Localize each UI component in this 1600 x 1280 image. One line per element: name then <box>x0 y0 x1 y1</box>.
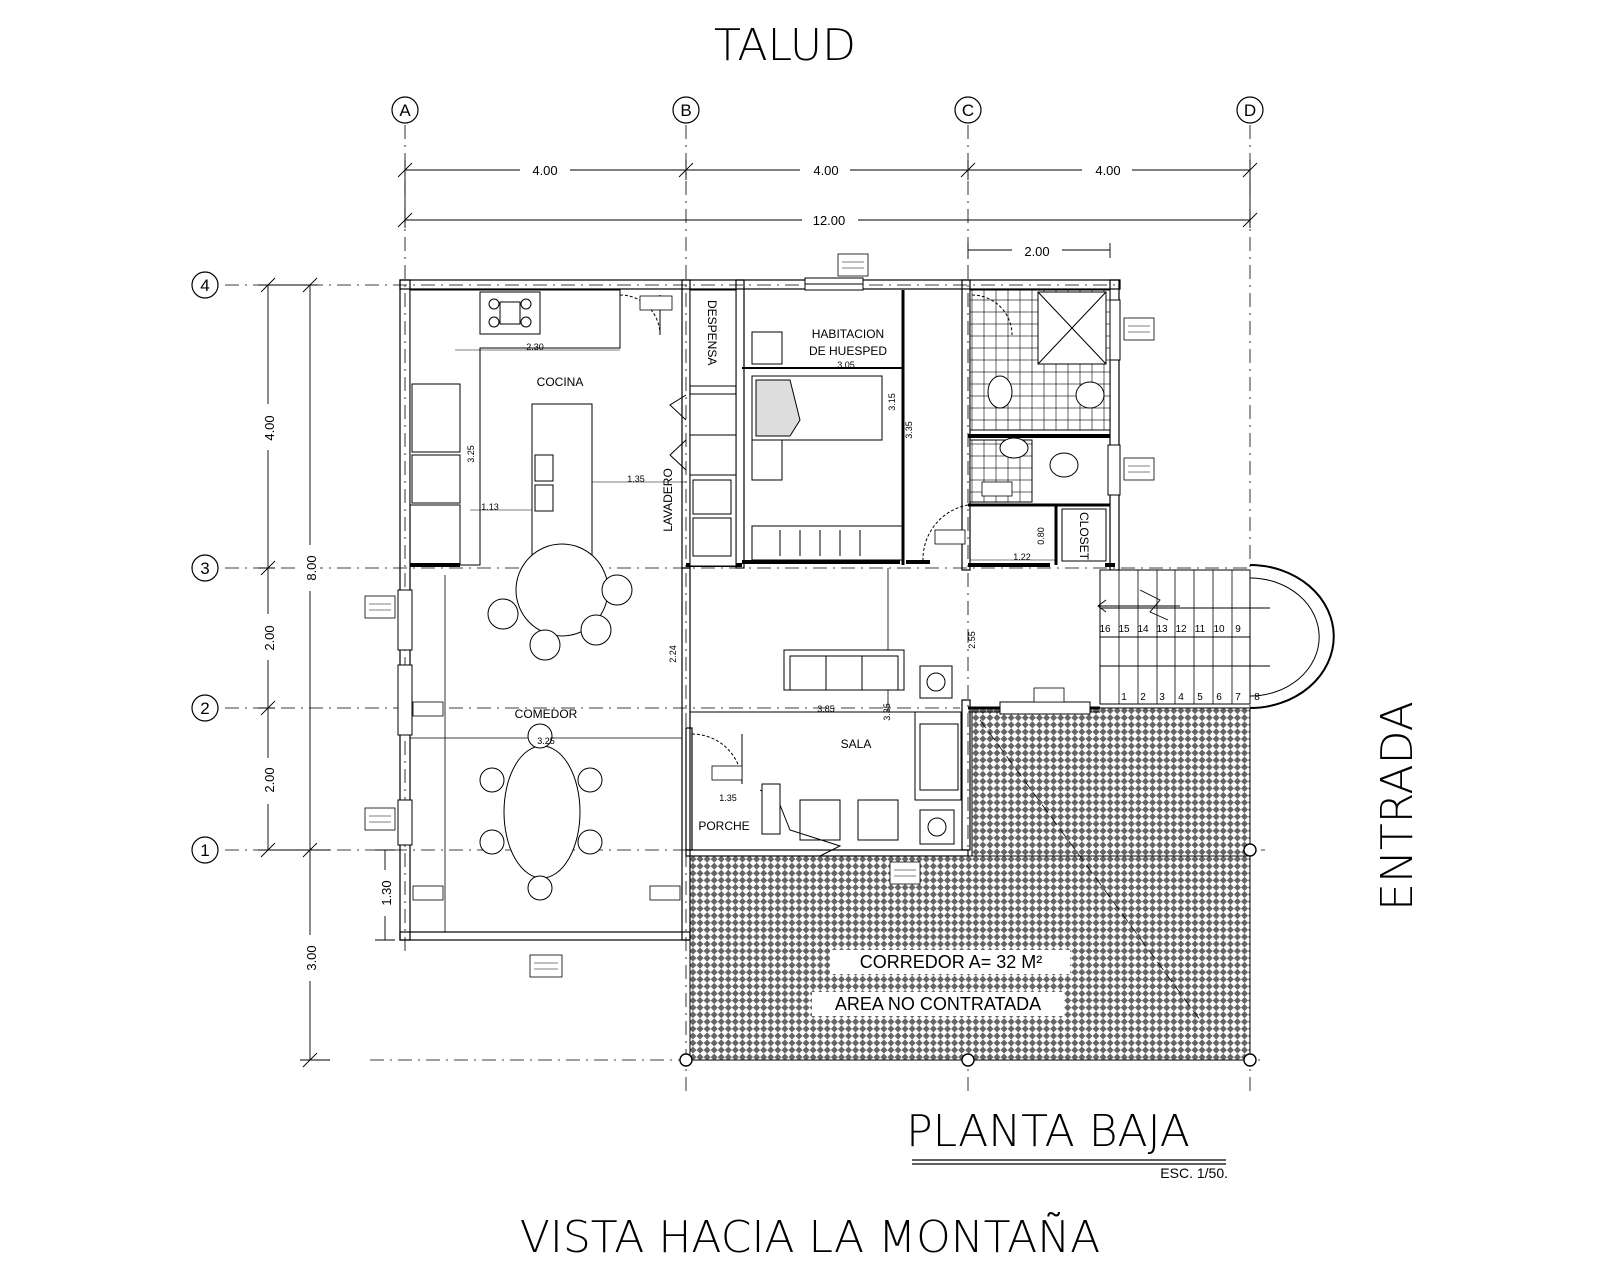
stair-number: 6 <box>1216 692 1222 703</box>
dim-left-extra: 1.30 <box>379 880 394 905</box>
corridor-columns <box>679 843 1257 1067</box>
stair-number: 12 <box>1175 624 1187 635</box>
stair-tread-lines <box>1118 570 1233 704</box>
grid-label-c: C <box>962 101 974 120</box>
grid-bubbles: A B C D 4 3 2 1 <box>191 96 1264 864</box>
small-dim: 2.24 <box>668 645 678 663</box>
kitchen-fixtures <box>409 289 633 661</box>
room-sala: SALA <box>841 737 872 751</box>
stair-arrow <box>1097 589 1180 621</box>
dim-left-total: 8.00 <box>304 555 319 580</box>
tag-lines <box>369 261 1150 970</box>
dim-left-2-1: 2.00 <box>262 767 277 792</box>
stair-number: 14 <box>1137 624 1149 635</box>
stair-number: 2 <box>1140 692 1146 703</box>
despensa-lavadero-fixtures <box>619 289 737 567</box>
stair-number: 11 <box>1195 624 1206 635</box>
room-closet: CLOSET <box>1077 512 1091 561</box>
room-habitacion-line-1: HABITACION <box>812 327 884 341</box>
room-cocina: COCINA <box>537 375 584 389</box>
small-dim: 1.35 <box>719 793 737 803</box>
small-dim: 3.15 <box>887 393 897 411</box>
small-dim: 3.35 <box>882 703 892 721</box>
room-despensa: DESPENSA <box>705 300 719 365</box>
small-dim: 0.80 <box>1036 527 1046 545</box>
corredor-label: CORREDOR A= 32 M² <box>860 952 1043 972</box>
grid-label-d: D <box>1244 101 1256 120</box>
guest-room-fixtures <box>751 331 903 561</box>
area-no-contratada-label: AREA NO CONTRATADA <box>835 994 1041 1014</box>
small-dim: 3.85 <box>817 704 835 714</box>
small-dim: 2.55 <box>967 631 977 649</box>
dim-top-bc: 4.00 <box>813 163 838 178</box>
grid-label-2: 2 <box>200 699 209 718</box>
room-porche: PORCHE <box>698 819 749 833</box>
small-dim: 3.25 <box>466 445 476 463</box>
stair-number: 9 <box>1235 624 1241 635</box>
small-dim: 3.35 <box>904 421 914 439</box>
stair-number: 4 <box>1178 692 1184 703</box>
dim-left-3-2: 2.00 <box>262 625 277 650</box>
small-dimension-lines <box>455 349 1056 713</box>
stair-number: 1 <box>1121 692 1127 703</box>
windows <box>397 277 1121 846</box>
small-dim: 2.30 <box>526 342 544 352</box>
title-vista-montana: VISTA HACIA LA MONTAÑA <box>520 1211 1100 1263</box>
stair-number: 16 <box>1099 624 1111 635</box>
scale-label: ESC. 1/50. <box>1160 1165 1228 1181</box>
dim-top-ab: 4.00 <box>532 163 557 178</box>
stair-number: 5 <box>1197 692 1203 703</box>
stair-number: 10 <box>1213 624 1225 635</box>
room-comedor: COMEDOR <box>515 707 578 721</box>
small-dim: 3.05 <box>837 360 855 370</box>
grid-label-1: 1 <box>200 841 209 860</box>
left-dimensions <box>258 277 395 1068</box>
dim-top-small: 2.00 <box>1024 244 1049 259</box>
small-dim: 1.22 <box>1013 552 1031 562</box>
bathroom-fixtures <box>922 289 1111 562</box>
dim-left-4-3: 4.00 <box>262 415 277 440</box>
room-habitacion-line-2: DE HUESPED <box>809 344 887 358</box>
grid-label-b: B <box>680 101 691 120</box>
stairs <box>1099 564 1335 709</box>
opening-tags <box>364 253 1155 978</box>
small-dim: 3.25 <box>537 736 555 746</box>
dim-top-cd: 4.00 <box>1095 163 1120 178</box>
small-dim: 1.35 <box>627 474 645 484</box>
title-talud: TALUD <box>714 20 856 71</box>
title-entrada: ENTRADA <box>1372 701 1423 911</box>
stair-number: 15 <box>1118 624 1130 635</box>
stair-number: 8 <box>1254 692 1260 703</box>
title-planta-baja: PLANTA BAJA <box>906 1106 1190 1157</box>
room-lavadero: LAVADERO <box>661 468 675 532</box>
grid-label-4: 4 <box>200 276 209 295</box>
stair-number: 3 <box>1159 692 1165 703</box>
dim-top-total: 12.00 <box>813 213 846 228</box>
living-room-fixtures <box>691 649 962 857</box>
dining-fixtures <box>479 723 603 901</box>
grid-label-a: A <box>399 101 411 120</box>
stair-number: 13 <box>1156 624 1168 635</box>
small-dim: 1.13 <box>481 502 499 512</box>
stair-number: 7 <box>1235 692 1241 703</box>
grid-label-3: 3 <box>200 559 209 578</box>
dim-left-bottom: 3.00 <box>304 945 319 970</box>
